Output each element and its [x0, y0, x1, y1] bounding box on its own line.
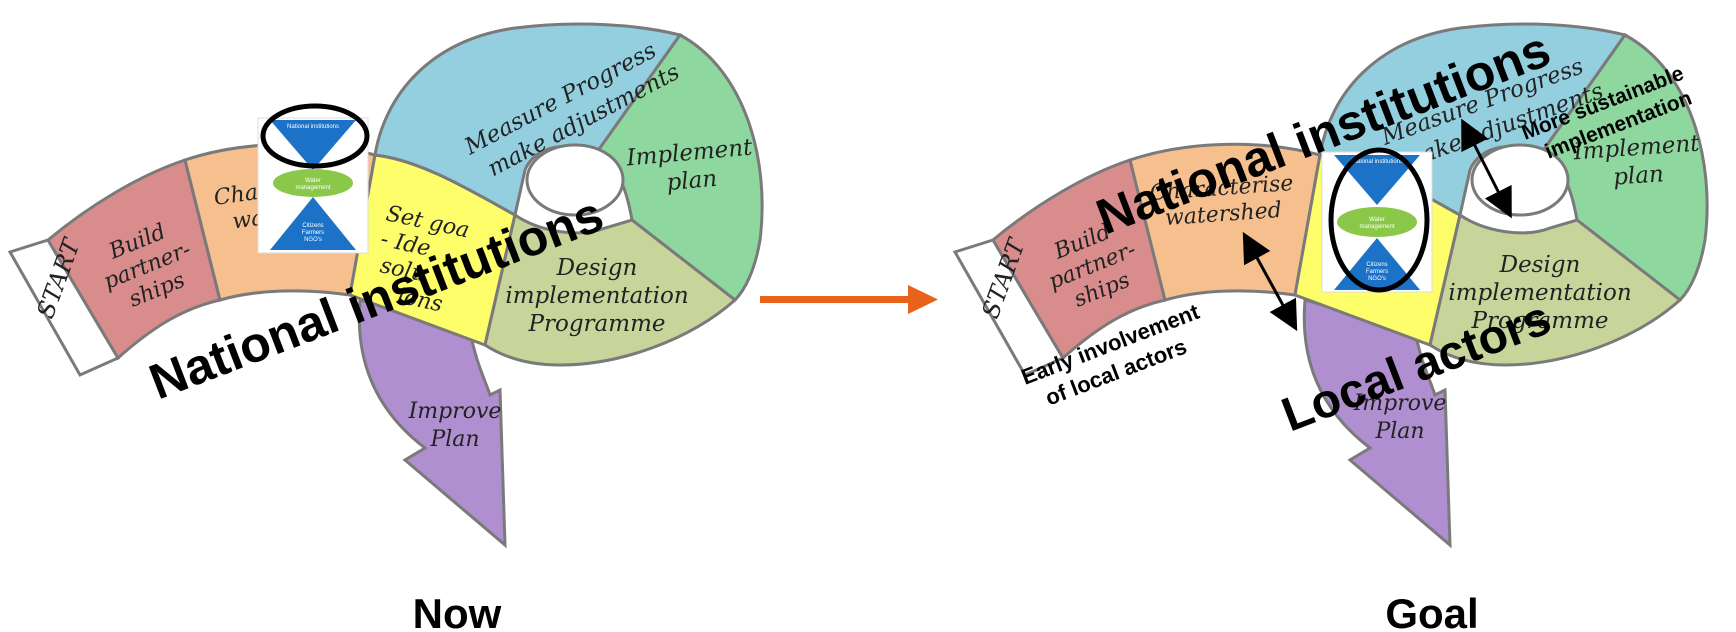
characterise-label-right: Characterise watershed — [1149, 171, 1294, 231]
mini-bot-r-1: Citizens — [1366, 262, 1387, 268]
arrow-sustainable — [1461, 118, 1512, 219]
middle-ellipse — [273, 169, 353, 197]
design-r-3: Programme — [1471, 308, 1609, 334]
design-label-left: Design implementation Programme — [505, 255, 688, 337]
transition-arrow — [760, 285, 938, 314]
improve-label-right: Improve Plan — [1353, 391, 1447, 444]
mini-top-label: National institutions — [287, 124, 339, 130]
top-triangle — [270, 120, 356, 170]
mini-bot-2: Farmers — [302, 230, 324, 236]
improve-line-2: Plan — [429, 427, 479, 452]
bottom-triangle — [270, 197, 356, 250]
implement-line-2: plan — [665, 166, 718, 196]
now-caption: Now — [413, 590, 502, 632]
mini-mid-r-1: Water — [1369, 217, 1385, 223]
design-r-2: implementation — [1448, 280, 1631, 306]
highlight-ellipse-left — [260, 103, 370, 169]
implement-r-2: plan — [1612, 161, 1664, 190]
mini-diagram-left: National institutions Water management C… — [257, 103, 370, 254]
arrow-early — [1242, 231, 1298, 332]
design-line-3: Programme — [528, 311, 666, 337]
mini-diagram-right: National institutions Water management C… — [1321, 147, 1433, 293]
now-diagram: START Build partner- ships Cha wa Set go… — [8, 22, 764, 632]
goal-diagram: START Build partner- ships Characterise … — [953, 21, 1709, 632]
mini-mid-1: Water — [305, 178, 321, 184]
mini-bot-r-3: NGO's — [1368, 276, 1386, 282]
improve-r-1: Improve — [1353, 391, 1447, 416]
mini-mid-r-2: management — [1359, 224, 1394, 230]
design-label-right: Design implementation Programme — [1448, 252, 1631, 334]
mini-bot-1: Citizens — [302, 223, 323, 229]
mini-bot-r-2: Farmers — [1366, 269, 1388, 275]
build-label-left: Build partner- ships — [100, 219, 194, 312]
mini-top-label-r: National institutions — [1351, 159, 1403, 165]
mini-bot-3: NGO's — [304, 237, 322, 243]
highlight-ellipse-right — [1328, 147, 1430, 293]
design-line-1: Design — [556, 255, 638, 281]
top-triangle-right — [1334, 155, 1420, 205]
char-line-1: Cha — [212, 180, 259, 211]
mini-mid-2: management — [295, 185, 330, 191]
improve-line-1: Improve — [408, 399, 502, 424]
improve-label-left: Improve Plan — [408, 399, 502, 452]
bottom-triangle-right — [1334, 238, 1420, 290]
middle-ellipse-right — [1337, 207, 1417, 237]
goal-caption: Goal — [1385, 590, 1478, 632]
improve-r-2: Plan — [1374, 419, 1424, 444]
design-line-2: implementation — [505, 283, 688, 309]
design-r-1: Design — [1499, 252, 1581, 278]
